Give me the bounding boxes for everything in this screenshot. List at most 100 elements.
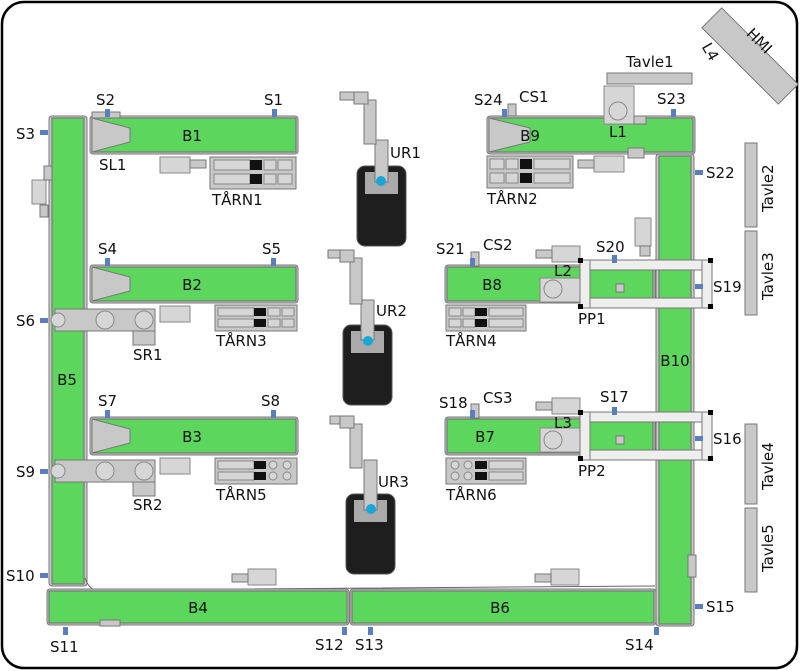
conveyor-b4-label: B4 xyxy=(188,599,208,617)
conveyor-b10 xyxy=(658,155,692,625)
tower2-feeder-arm xyxy=(577,159,595,169)
sensor-s4-label: S4 xyxy=(98,240,117,258)
b4-device xyxy=(247,568,277,586)
stop-sr2-label: SR2 xyxy=(133,496,163,514)
side-device xyxy=(31,179,47,205)
side-device-mount xyxy=(39,204,49,218)
pusher-pp2-label: PP2 xyxy=(578,462,606,480)
b7-device xyxy=(551,397,581,415)
conveyor-b6-label: B6 xyxy=(490,599,510,617)
tower3-feeder xyxy=(159,305,191,323)
panel-tavle2 xyxy=(744,142,758,228)
tower-2 xyxy=(486,155,574,189)
sensor-s17-label: S17 xyxy=(600,388,629,406)
tower-3 xyxy=(214,304,298,332)
conveyor-b5 xyxy=(51,117,85,585)
tower1-feeder-arm xyxy=(189,159,207,169)
robot-ur2 xyxy=(327,249,393,406)
sensor-s8-label: S8 xyxy=(261,392,280,410)
sensor-s2-label: S2 xyxy=(96,91,115,109)
panel-hmi xyxy=(701,7,799,105)
panel-tavle1 xyxy=(606,72,693,85)
conveyor-b4 xyxy=(48,590,348,624)
lift-l3-roller xyxy=(543,430,563,450)
stop-sr1-roller-left xyxy=(50,312,66,328)
stop-sr2-roller-left xyxy=(50,463,66,479)
b8-device xyxy=(551,245,581,263)
tower-6-label: TÅRN6 xyxy=(445,485,497,504)
tower-6 xyxy=(445,457,527,485)
sensor-s20-label: S20 xyxy=(596,238,625,256)
sensor-s5-label: S5 xyxy=(262,240,281,258)
panel-tavle4-label: Tavle4 xyxy=(759,442,777,491)
tower-1 xyxy=(209,156,297,190)
stop-sr1-roller-mid xyxy=(95,310,115,330)
conveyor-b2-label: B2 xyxy=(182,276,202,294)
lift-l1-roller xyxy=(608,101,628,121)
sensor-s9-label: S9 xyxy=(16,463,35,481)
robot-ur3-label: UR3 xyxy=(378,473,409,491)
tower-5 xyxy=(214,457,298,485)
stop-b2-wedge xyxy=(91,266,131,302)
stop-sl1-wedge xyxy=(91,117,131,153)
panel-tavle5-label: Tavle5 xyxy=(759,524,777,573)
sensor-s10-label: S10 xyxy=(6,567,35,585)
sensor-s19-label: S19 xyxy=(713,278,742,296)
stop-sr2-roller-right xyxy=(134,461,154,481)
stop-cs2-label: CS2 xyxy=(483,236,513,254)
conveyor-b7-label: B7 xyxy=(475,428,495,446)
lift-l2-label: L2 xyxy=(554,262,572,280)
lift-l1-arm xyxy=(633,115,647,125)
conveyor-b5-label: B5 xyxy=(57,371,77,389)
sensor-markers xyxy=(40,109,703,635)
lift-l1-label: L1 xyxy=(609,123,627,141)
sensor-s16-label: S16 xyxy=(713,430,742,448)
stop-cs3-label: CS3 xyxy=(483,389,513,407)
pusher-pp2 xyxy=(578,410,713,461)
cs1-bracket xyxy=(507,103,517,117)
conveyor-b1-label: B1 xyxy=(182,127,202,145)
sensor-s1-label: S1 xyxy=(264,91,283,109)
tower1-feeder xyxy=(159,156,191,174)
b4-device-arm xyxy=(231,573,249,583)
robot-ur1 xyxy=(339,91,407,247)
side-bracket xyxy=(43,165,53,181)
sensor-s6-label: S6 xyxy=(16,312,35,330)
b7-device-arm xyxy=(535,401,553,411)
robot-ur2-label: UR2 xyxy=(376,302,407,320)
b6-device xyxy=(550,568,580,586)
panel-tavle2-label: Tavle2 xyxy=(759,164,777,213)
sensor-s15-label: S15 xyxy=(706,598,735,616)
stop-sr1-base xyxy=(132,330,156,346)
b10-device-top xyxy=(634,217,652,247)
sensor-s21-label: S21 xyxy=(436,240,465,258)
sensor-s7-label: S7 xyxy=(98,392,117,410)
lift-l2-roller xyxy=(543,279,563,299)
conveyor-b6 xyxy=(351,590,655,624)
tower-4 xyxy=(445,304,527,332)
conveyor-b8-label: B8 xyxy=(482,276,502,294)
panel-tavle3 xyxy=(744,230,758,316)
stop-sr2-roller-mid xyxy=(95,461,115,481)
pusher-pp1-label: PP1 xyxy=(578,310,606,328)
sensor-s12-label: S12 xyxy=(315,636,344,654)
b10-device-top-arm xyxy=(639,245,651,257)
b8-device-arm xyxy=(535,249,553,259)
stop-cs1-wedge xyxy=(488,117,531,153)
stop-sr1-roller-right xyxy=(134,310,154,330)
b6-device-arm xyxy=(534,573,552,583)
pusher-pp1 xyxy=(578,258,713,309)
sensor-s24-label: S24 xyxy=(474,91,503,109)
conveyor-b10-label: B10 xyxy=(660,352,689,370)
tower-1-label: TÅRN1 xyxy=(211,190,263,209)
tower5-feeder xyxy=(159,457,191,475)
stop-cs1-label: CS1 xyxy=(519,88,549,106)
conveyor-b3-label: B3 xyxy=(182,428,202,446)
panel-tavle3-label: Tavle3 xyxy=(759,252,777,301)
stop-b3-wedge xyxy=(91,418,131,454)
sensor-s22-label: S22 xyxy=(706,164,735,182)
tower-5-label: TÅRN5 xyxy=(215,485,267,504)
robot-ur1-label: UR1 xyxy=(390,144,421,162)
b9-bracket xyxy=(627,147,645,159)
b10-bracket xyxy=(687,554,697,578)
